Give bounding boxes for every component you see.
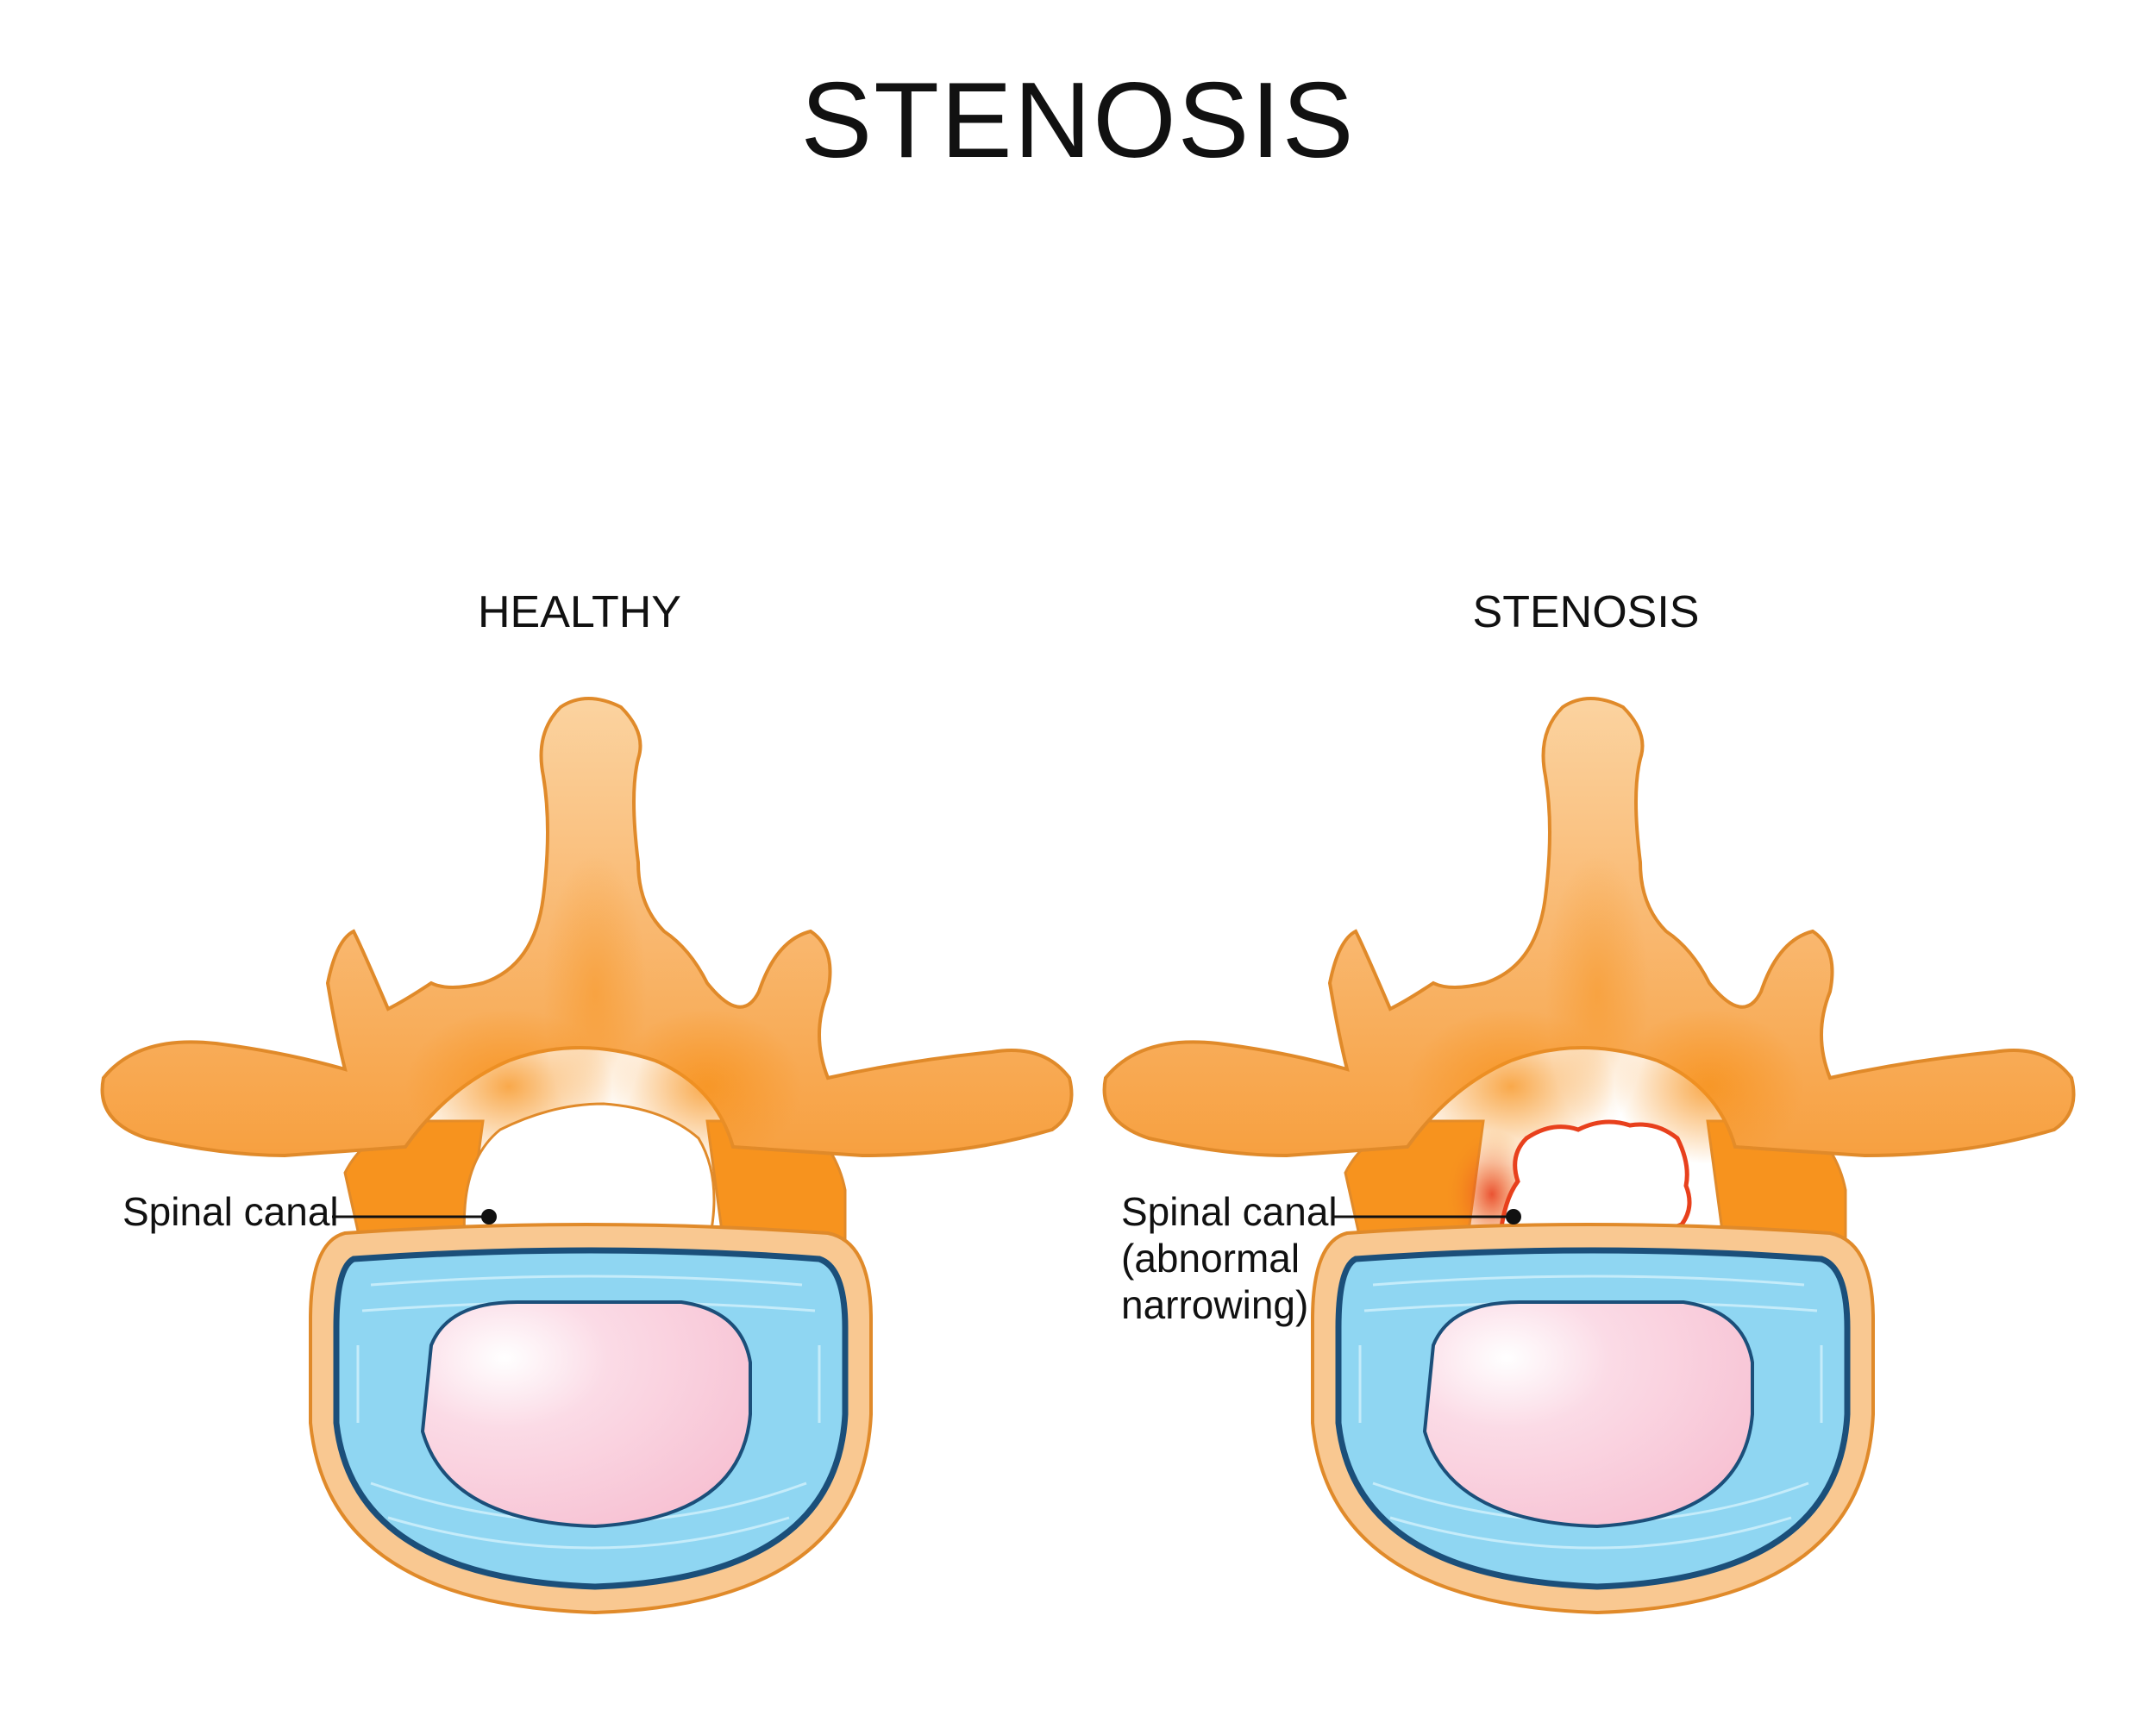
stenosis-callout-text: Spinal canal (abnormal narrowing) bbox=[1121, 1188, 1338, 1328]
healthy-nucleus bbox=[420, 1300, 752, 1529]
stenosis-spinal-canal bbox=[1498, 1119, 1692, 1243]
healthy-callout-text: Spinal canal bbox=[122, 1189, 339, 1234]
stenosis-nucleus bbox=[1422, 1300, 1754, 1529]
healthy-label: HEALTHY bbox=[478, 587, 681, 637]
main-title: STENOSIS bbox=[800, 61, 1356, 180]
stenosis-callout-line-2: (abnormal bbox=[1121, 1236, 1300, 1281]
stenosis-callout-dot bbox=[1506, 1209, 1521, 1225]
stenosis-callout-line-1: Spinal canal bbox=[1121, 1189, 1338, 1234]
healthy-vertebra bbox=[100, 697, 1074, 1615]
stenosis-label: STENOSIS bbox=[1472, 587, 1700, 637]
healthy-callout-dot bbox=[481, 1209, 497, 1225]
stenosis-callout-line-3: narrowing) bbox=[1121, 1282, 1309, 1327]
stenosis-vertebra bbox=[1102, 697, 2076, 1615]
healthy-spinal-canal bbox=[462, 1102, 716, 1252]
